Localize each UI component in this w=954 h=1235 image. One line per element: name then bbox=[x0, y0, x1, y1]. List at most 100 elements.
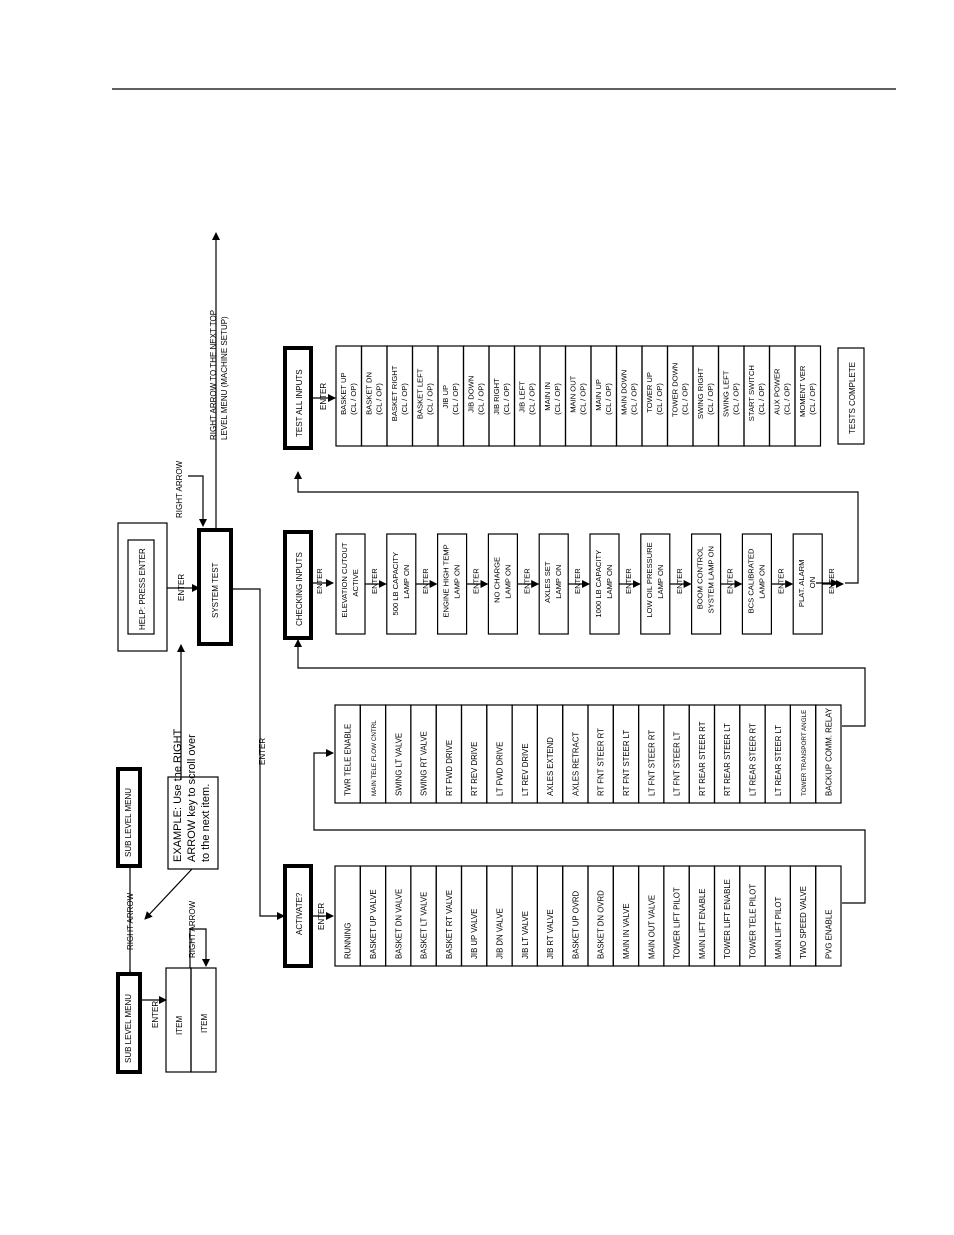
list-item-label: LOW OIL PRESSURE bbox=[645, 542, 654, 617]
list-item-label: MAIN UP bbox=[594, 379, 603, 411]
enter-down-label: ENTER bbox=[258, 738, 267, 765]
list-item-label: AXLES EXTEND bbox=[546, 737, 555, 796]
list-item-label: MAIN DOWN bbox=[620, 370, 629, 415]
legend-example-line-2: ARROW key to scroll over bbox=[186, 734, 198, 862]
help-outer-box bbox=[117, 522, 168, 652]
list-item-label: 1000 LB CAPACITY bbox=[594, 550, 603, 618]
list-item-label: MAIN IN VALVE bbox=[622, 903, 631, 959]
list-item-label: PVG ENABLE bbox=[824, 910, 833, 959]
help-inner-box bbox=[127, 539, 155, 635]
enter-label: ENTER bbox=[522, 568, 531, 594]
list-item-label: MAIN TELE FLOW CNTRL bbox=[371, 720, 378, 796]
list-item-label: JIB DOWN bbox=[467, 376, 476, 413]
list-item-label: RT FWD DRIVE bbox=[445, 740, 454, 796]
list-item-label: NO CHARGE bbox=[492, 557, 501, 603]
list-item-label: BASKET UP VALVE bbox=[369, 889, 378, 959]
list-item-label: BACKUP COMM. RELAY bbox=[824, 707, 833, 796]
list-item-sublabel: (CL / OP) bbox=[502, 383, 511, 415]
list-item-label: RT REAR STEER RT bbox=[698, 721, 707, 796]
list-item-label: SWING LT VALVE bbox=[394, 733, 403, 796]
list-item-label: JIB RIGHT bbox=[492, 378, 501, 415]
tests-complete-box bbox=[837, 347, 865, 445]
list-item-sublabel: LAMP ON bbox=[402, 565, 411, 599]
list-item-label: BASKET DN bbox=[365, 372, 374, 415]
list-item-label: BASKET RIGHT bbox=[390, 365, 399, 421]
list-item-label: BASKET DN OVRD bbox=[597, 890, 606, 959]
list-item-label: BOOM CONTROL bbox=[696, 547, 705, 609]
legend-right-arrow-label-1: RIGHT ARROW bbox=[126, 892, 135, 950]
enter-label: ENTER bbox=[472, 568, 481, 594]
list-item-label: LT REAR STEER LT bbox=[774, 725, 783, 796]
list-item-label: SWING RT VALVE bbox=[420, 731, 429, 796]
tests-complete-label: TESTS COMPLETE bbox=[848, 362, 857, 434]
list-item-label: SWING LEFT bbox=[722, 370, 731, 417]
activate-items-b: TWR TELE ENABLE MAIN TELE FLOW CNTRL SWING… bbox=[334, 704, 842, 804]
checking-box bbox=[283, 530, 313, 640]
enter-label: ENTER bbox=[370, 568, 379, 594]
list-item-label: BASKET DN VALVE bbox=[394, 889, 403, 959]
list-item-sublabel: (CL / OP) bbox=[808, 383, 817, 415]
list-item-label: JIB UP bbox=[441, 385, 450, 409]
list-item-sublabel: LAMP ON bbox=[757, 565, 766, 599]
list-item-label: LT REAR STEER RT bbox=[748, 723, 757, 796]
list-item-label: TOWER DOWN bbox=[671, 363, 680, 417]
list-item-sublabel: (CL / OP) bbox=[426, 383, 435, 415]
list-item-label: PLAT. ALARM bbox=[797, 560, 806, 608]
list-item-sublabel: (CL / OP) bbox=[349, 383, 358, 415]
test-all-section: TEST ALL INPUTS ENTER BASKET UP(CL / OP)… bbox=[283, 345, 865, 450]
legend-example-line-1: EXAMPLE: Use the RIGHT bbox=[172, 728, 184, 862]
legend-item-box-2 bbox=[190, 967, 217, 1073]
list-item-label: RT FNT STEER RT bbox=[597, 728, 606, 796]
list-item-label: TOWER LIFT ENABLE bbox=[723, 879, 732, 959]
list-item bbox=[815, 704, 842, 804]
list-item-label: RT REV DRIVE bbox=[470, 742, 479, 796]
list-item-sublabel: (CL / OP) bbox=[604, 383, 613, 415]
list-item-label: MOMENT VER bbox=[798, 365, 807, 417]
list-item-label: BASKET LT VALVE bbox=[420, 892, 429, 959]
legend-sub-menu-box-2 bbox=[116, 767, 142, 868]
list-item-label: START SWITCH bbox=[747, 365, 756, 421]
enter-label: ENTER bbox=[675, 568, 684, 594]
top-right-arrow-label: RIGHT ARROW bbox=[175, 460, 184, 518]
enter-label: ENTER bbox=[624, 568, 633, 594]
legend-right-arrow-label-2: RIGHT ARROW bbox=[188, 900, 197, 958]
list-item-sublabel: (CL / OP) bbox=[553, 383, 562, 415]
legend-example-line-3: to the next item. bbox=[200, 784, 212, 862]
legend-sub-menu-box-1 bbox=[116, 972, 142, 1074]
list-item-label: 500 LB CAPACITY bbox=[391, 552, 400, 616]
next-top-level-line-1: RIGHT ARROW TO THE NEXT TOP bbox=[209, 310, 218, 440]
list-item-label: BASKET RT VALVE bbox=[445, 890, 454, 959]
list-item-label: MAIN OUT VALVE bbox=[647, 895, 656, 959]
list-item-sublabel: ACTIVE bbox=[351, 569, 360, 596]
list-item-label: MAIN OUT bbox=[569, 375, 578, 412]
list-item-sublabel: LAMP ON bbox=[503, 565, 512, 599]
list-item-label: TWR TELE ENABLE bbox=[344, 724, 353, 796]
legend-item-label-1: ITEM bbox=[175, 1016, 184, 1035]
list-item-label: LT REV DRIVE bbox=[521, 743, 530, 796]
list-item-label: AXLES RETRACT bbox=[571, 732, 580, 796]
list-item-sublabel: (CL / OP) bbox=[783, 383, 792, 415]
list-item bbox=[815, 865, 842, 967]
list-item-label: LT FNT STEER LT bbox=[673, 731, 682, 796]
legend-example-box bbox=[167, 776, 219, 870]
list-item-label: JIB UP VALVE bbox=[470, 909, 479, 959]
list-item-label: TOWER UP bbox=[645, 372, 654, 413]
list-item-sublabel: (CL / OP) bbox=[579, 383, 588, 415]
legend-sub-menu-label-2: SUB LEVEL MENU bbox=[124, 788, 133, 857]
system-test-label: SYSTEM TEST bbox=[211, 562, 220, 618]
list-item-label: JIB RT VALVE bbox=[546, 909, 555, 959]
list-item-sublabel: (CL / OP) bbox=[732, 383, 741, 415]
list-item-label: TOWER TRANSPORT ANGLE bbox=[801, 710, 808, 796]
list-item-sublabel: LAMP ON bbox=[656, 565, 665, 599]
list-item-label: LT FNT STEER RT bbox=[647, 730, 656, 796]
checking-label: CHECKING INPUTS bbox=[295, 552, 304, 626]
list-item-label: BASKET LEFT bbox=[416, 368, 425, 419]
list-item-sublabel: (CL / OP) bbox=[757, 383, 766, 415]
enter-label: ENTER bbox=[315, 568, 324, 594]
list-item-label: JIB DN VALVE bbox=[495, 908, 504, 959]
